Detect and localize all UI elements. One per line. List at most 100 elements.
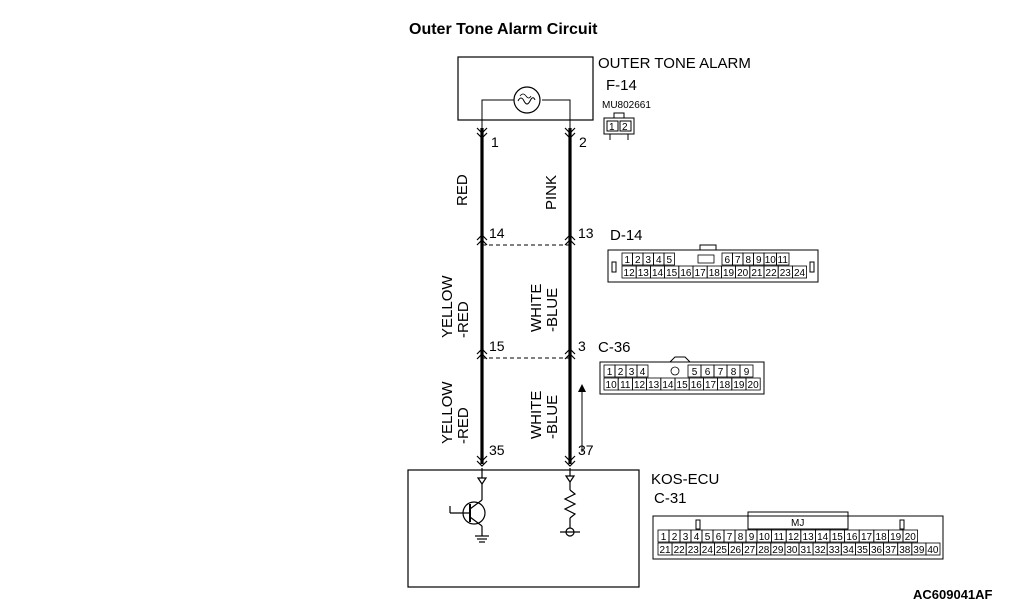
c36-pin-20: 20: [748, 380, 760, 391]
connector-chevrons: [476, 127, 576, 467]
c31-pin-14: 14: [817, 532, 829, 543]
c36-cell: [739, 364, 754, 378]
c36-pin-8: 8: [731, 367, 737, 378]
c36-cell: [636, 364, 649, 378]
c31-pin-1: 1: [661, 532, 667, 543]
c36-connector-id: C-36: [598, 339, 631, 356]
c31-pin-28: 28: [758, 545, 770, 556]
d14-pin-11: 11: [778, 255, 789, 266]
d14-pin-15: 15: [666, 268, 678, 279]
alarm-pin-left-label: 1: [491, 134, 499, 150]
c31-pin-10: 10: [759, 532, 771, 543]
diagram-title: Outer Tone Alarm Circuit: [409, 21, 598, 38]
c31-pin-3: 3: [683, 532, 689, 543]
d14-pin-5: 5: [666, 255, 672, 266]
buzzer-icon: [513, 86, 541, 114]
d14-pin-12: 12: [624, 268, 636, 279]
d14-pin-23: 23: [780, 268, 792, 279]
c31-pin-32: 32: [815, 545, 827, 556]
d14-pin-6: 6: [724, 255, 730, 266]
c31-pin-20: 20: [905, 532, 917, 543]
c36-pin-14: 14: [662, 380, 674, 391]
alarm-part-number: MU802661: [602, 100, 651, 111]
outer-tone-alarm-box: [457, 56, 594, 128]
d14-key-icon: [697, 254, 715, 264]
c31-pin-39: 39: [913, 545, 925, 556]
wire-color-yellow-red-1a: YELLOW: [439, 275, 456, 338]
c31-pin-4: 4: [694, 532, 700, 543]
c31-pin-29: 29: [772, 545, 784, 556]
c31-pin-12: 12: [788, 532, 800, 543]
wire-color-yellow-red-2a: YELLOW: [439, 381, 456, 444]
f14-connector-face: 1 2: [603, 112, 635, 140]
kos-ecu-box: [407, 469, 640, 588]
c31-pin-16: 16: [846, 532, 858, 543]
d14-pin-16: 16: [680, 268, 692, 279]
alarm-connector-id: F-14: [606, 77, 637, 94]
d14-pin-17: 17: [695, 268, 707, 279]
c31-pin-2: 2: [672, 532, 678, 543]
d14-cell: [792, 265, 808, 279]
c31-pin-25: 25: [716, 545, 728, 556]
ecu-name: KOS-ECU: [651, 471, 719, 488]
c36-pin-13: 13: [648, 380, 660, 391]
d14-cell: [776, 252, 790, 266]
d14-pin-19: 19: [723, 268, 735, 279]
c36-pin-16: 16: [691, 380, 703, 391]
wire-color-white-blue-2a: WHITE: [528, 391, 545, 439]
c36-cell: [745, 377, 761, 391]
c31-pin-37: 37: [885, 545, 897, 556]
c31-pin-22: 22: [674, 545, 686, 556]
c31-pin-19: 19: [890, 532, 902, 543]
c31-pin-23: 23: [688, 545, 700, 556]
c31-pin-33: 33: [829, 545, 841, 556]
d14-cell: [663, 252, 675, 266]
d14-pin-21: 21: [751, 268, 763, 279]
c36-pin-2: 2: [618, 367, 624, 378]
d14-pin-right-label: 13: [578, 225, 594, 241]
figure-id: AC609041AF: [913, 587, 993, 602]
c31-pin-35: 35: [857, 545, 869, 556]
d14-pin-7: 7: [735, 255, 741, 266]
resistor-icon: [560, 468, 580, 537]
d14-pin-1: 1: [624, 255, 630, 266]
d14-pin-9: 9: [756, 255, 762, 266]
c36-pin-5: 5: [692, 367, 698, 378]
c36-pin-18: 18: [719, 380, 731, 391]
c31-pin-34: 34: [843, 545, 855, 556]
wire-color-red: RED: [454, 174, 471, 206]
c36-pin-right-label: 3: [578, 338, 586, 354]
alarm-pin-right-label: 2: [579, 134, 587, 150]
c36-pin-15: 15: [677, 380, 689, 391]
c31-pin-27: 27: [744, 545, 756, 556]
c31-pin-18: 18: [876, 532, 888, 543]
d14-pin-8: 8: [745, 255, 751, 266]
wire-color-pink: PINK: [543, 175, 560, 210]
c36-pin-1: 1: [607, 367, 613, 378]
c31-cell: [925, 542, 941, 556]
ecu-connector-id: C-31: [654, 490, 687, 507]
d14-pin-22: 22: [766, 268, 778, 279]
c36-key-icon: [670, 366, 680, 376]
c36-pin-7: 7: [718, 367, 724, 378]
c31-pin-13: 13: [803, 532, 815, 543]
d14-pin-13: 13: [638, 268, 650, 279]
ecu-pin-left-label: 35: [489, 442, 505, 458]
d14-pin-20: 20: [737, 268, 749, 279]
d14-pin-24: 24: [794, 268, 806, 279]
c31-pin-6: 6: [716, 532, 722, 543]
transistor-icon: [449, 468, 489, 543]
d14-pin-left-label: 14: [489, 225, 505, 241]
c36-pin-12: 12: [634, 380, 646, 391]
wire-color-yellow-red-2b: -RED: [455, 407, 472, 444]
c36-pin-6: 6: [705, 367, 711, 378]
wire-color-white-blue-2b: -BLUE: [544, 395, 561, 439]
c36-pin-19: 19: [733, 380, 745, 391]
alarm-name: OUTER TONE ALARM: [598, 55, 751, 72]
c36-pin-11: 11: [620, 380, 631, 391]
c31-pin-5: 5: [705, 532, 711, 543]
